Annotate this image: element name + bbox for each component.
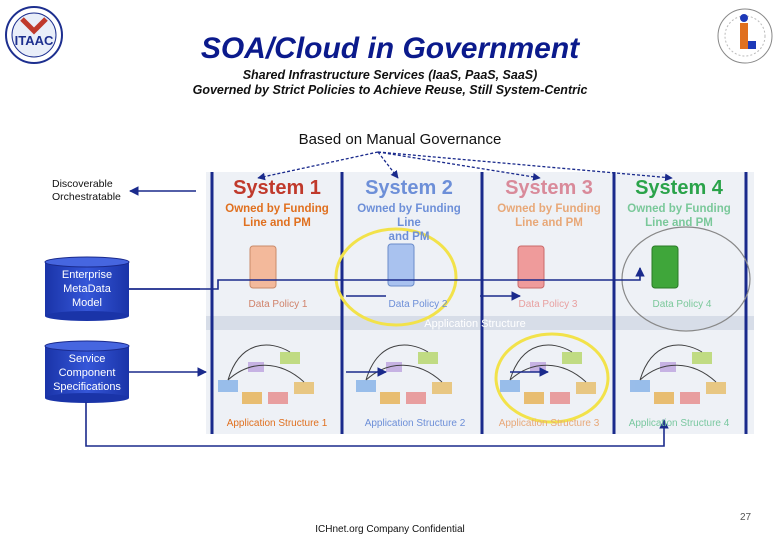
app-structure-1-label: Application Structure 1 [226,418,328,429]
cylinder-line: Service [68,353,106,365]
owner-line: Owned by Funding [627,203,731,215]
page-subtitle-2: Governed by Strict Policies to Achieve R… [192,83,588,97]
app-structure-2-icon [356,344,452,404]
policy-scroll-3-icon [517,245,545,289]
discoverable-orchestratable-label: Discoverable Orchestratable [52,178,121,204]
right-logo [715,5,775,67]
app-structure-4-icon [630,344,726,404]
system-3-title: System 3 [505,177,593,199]
interoperability-clearinghouse-icon [717,8,773,64]
footer-confidential: ICHnet.org Company Confidential [315,524,465,535]
discoverable-text: Discoverable [52,178,113,190]
cylinder-service-label: Service Component Specifications [45,352,129,394]
system-2-owner: Owned by Funding Line and PM [344,202,474,244]
governance-arrows [257,151,673,182]
app-structure-3-label: Application Structure 3 [498,418,600,429]
governance-label: Based on Manual Governance [298,131,502,148]
owner-line: Owned by Funding Line [357,203,461,229]
cylinder-line: Component [58,367,116,379]
page-number: 27 [740,512,752,523]
logo-text: ITAAC [15,33,54,48]
app-structure-3-icon [500,344,596,404]
owner-line: Line and PM [645,217,713,229]
cylinder-enterprise-metadata [44,256,130,321]
page-title: SOA/Cloud in Government [200,32,580,65]
orchestratable-text: Orchestratable [52,191,121,203]
system-3-owner: Owned by Funding Line and PM [484,202,614,230]
system-2-title: System 2 [365,177,453,199]
cylinder-line: Specifications [53,381,121,393]
data-policy-2: Data Policy 2 [388,299,448,310]
data-policy-4: Data Policy 4 [652,299,712,310]
page-subtitle-1: Shared Infrastructure Services (IaaS, Pa… [242,68,538,82]
highlight-oval-app3 [494,332,610,424]
app-structure-1-icon [218,344,314,404]
highlight-oval-system4 [621,226,751,332]
app-structure-4-label: Application Structure 4 [628,418,730,429]
policy-scroll-4-icon [651,245,679,289]
column-separators [210,172,748,434]
connector-lines [85,267,669,447]
owner-line: Owned by Funding [225,203,329,215]
system-4-title: System 4 [635,177,723,199]
owner-line: Owned by Funding [497,203,601,215]
cylinder-enterprise-label: Enterprise MetaData Model [45,268,129,310]
itaac-logo-icon: ITAAC [5,6,63,64]
itaac-logo: ITAAC [4,5,64,65]
cylinder-line: Enterprise [61,269,113,281]
cylinder-line: MetaData [63,283,111,295]
system-4-owner: Owned by Funding Line and PM [614,202,744,230]
policy-scroll-1-icon [249,245,277,289]
owner-line: Line and PM [515,217,583,229]
owner-line: and PM [388,231,430,243]
owner-line: Line and PM [243,217,311,229]
system-1-owner: Owned by Funding Line and PM [212,202,342,230]
data-policy-1: Data Policy 1 [248,299,308,310]
highlight-oval-system2 [334,227,458,327]
data-policy-3: Data Policy 3 [518,299,578,310]
cylinder-line: Model [72,297,102,309]
middle-band-label: Application Structure [424,318,526,330]
system-1-title: System 1 [233,177,321,199]
app-structure-2-label: Application Structure 2 [364,418,466,429]
policy-scroll-2-icon [387,243,415,287]
cylinder-service-component [44,340,130,403]
